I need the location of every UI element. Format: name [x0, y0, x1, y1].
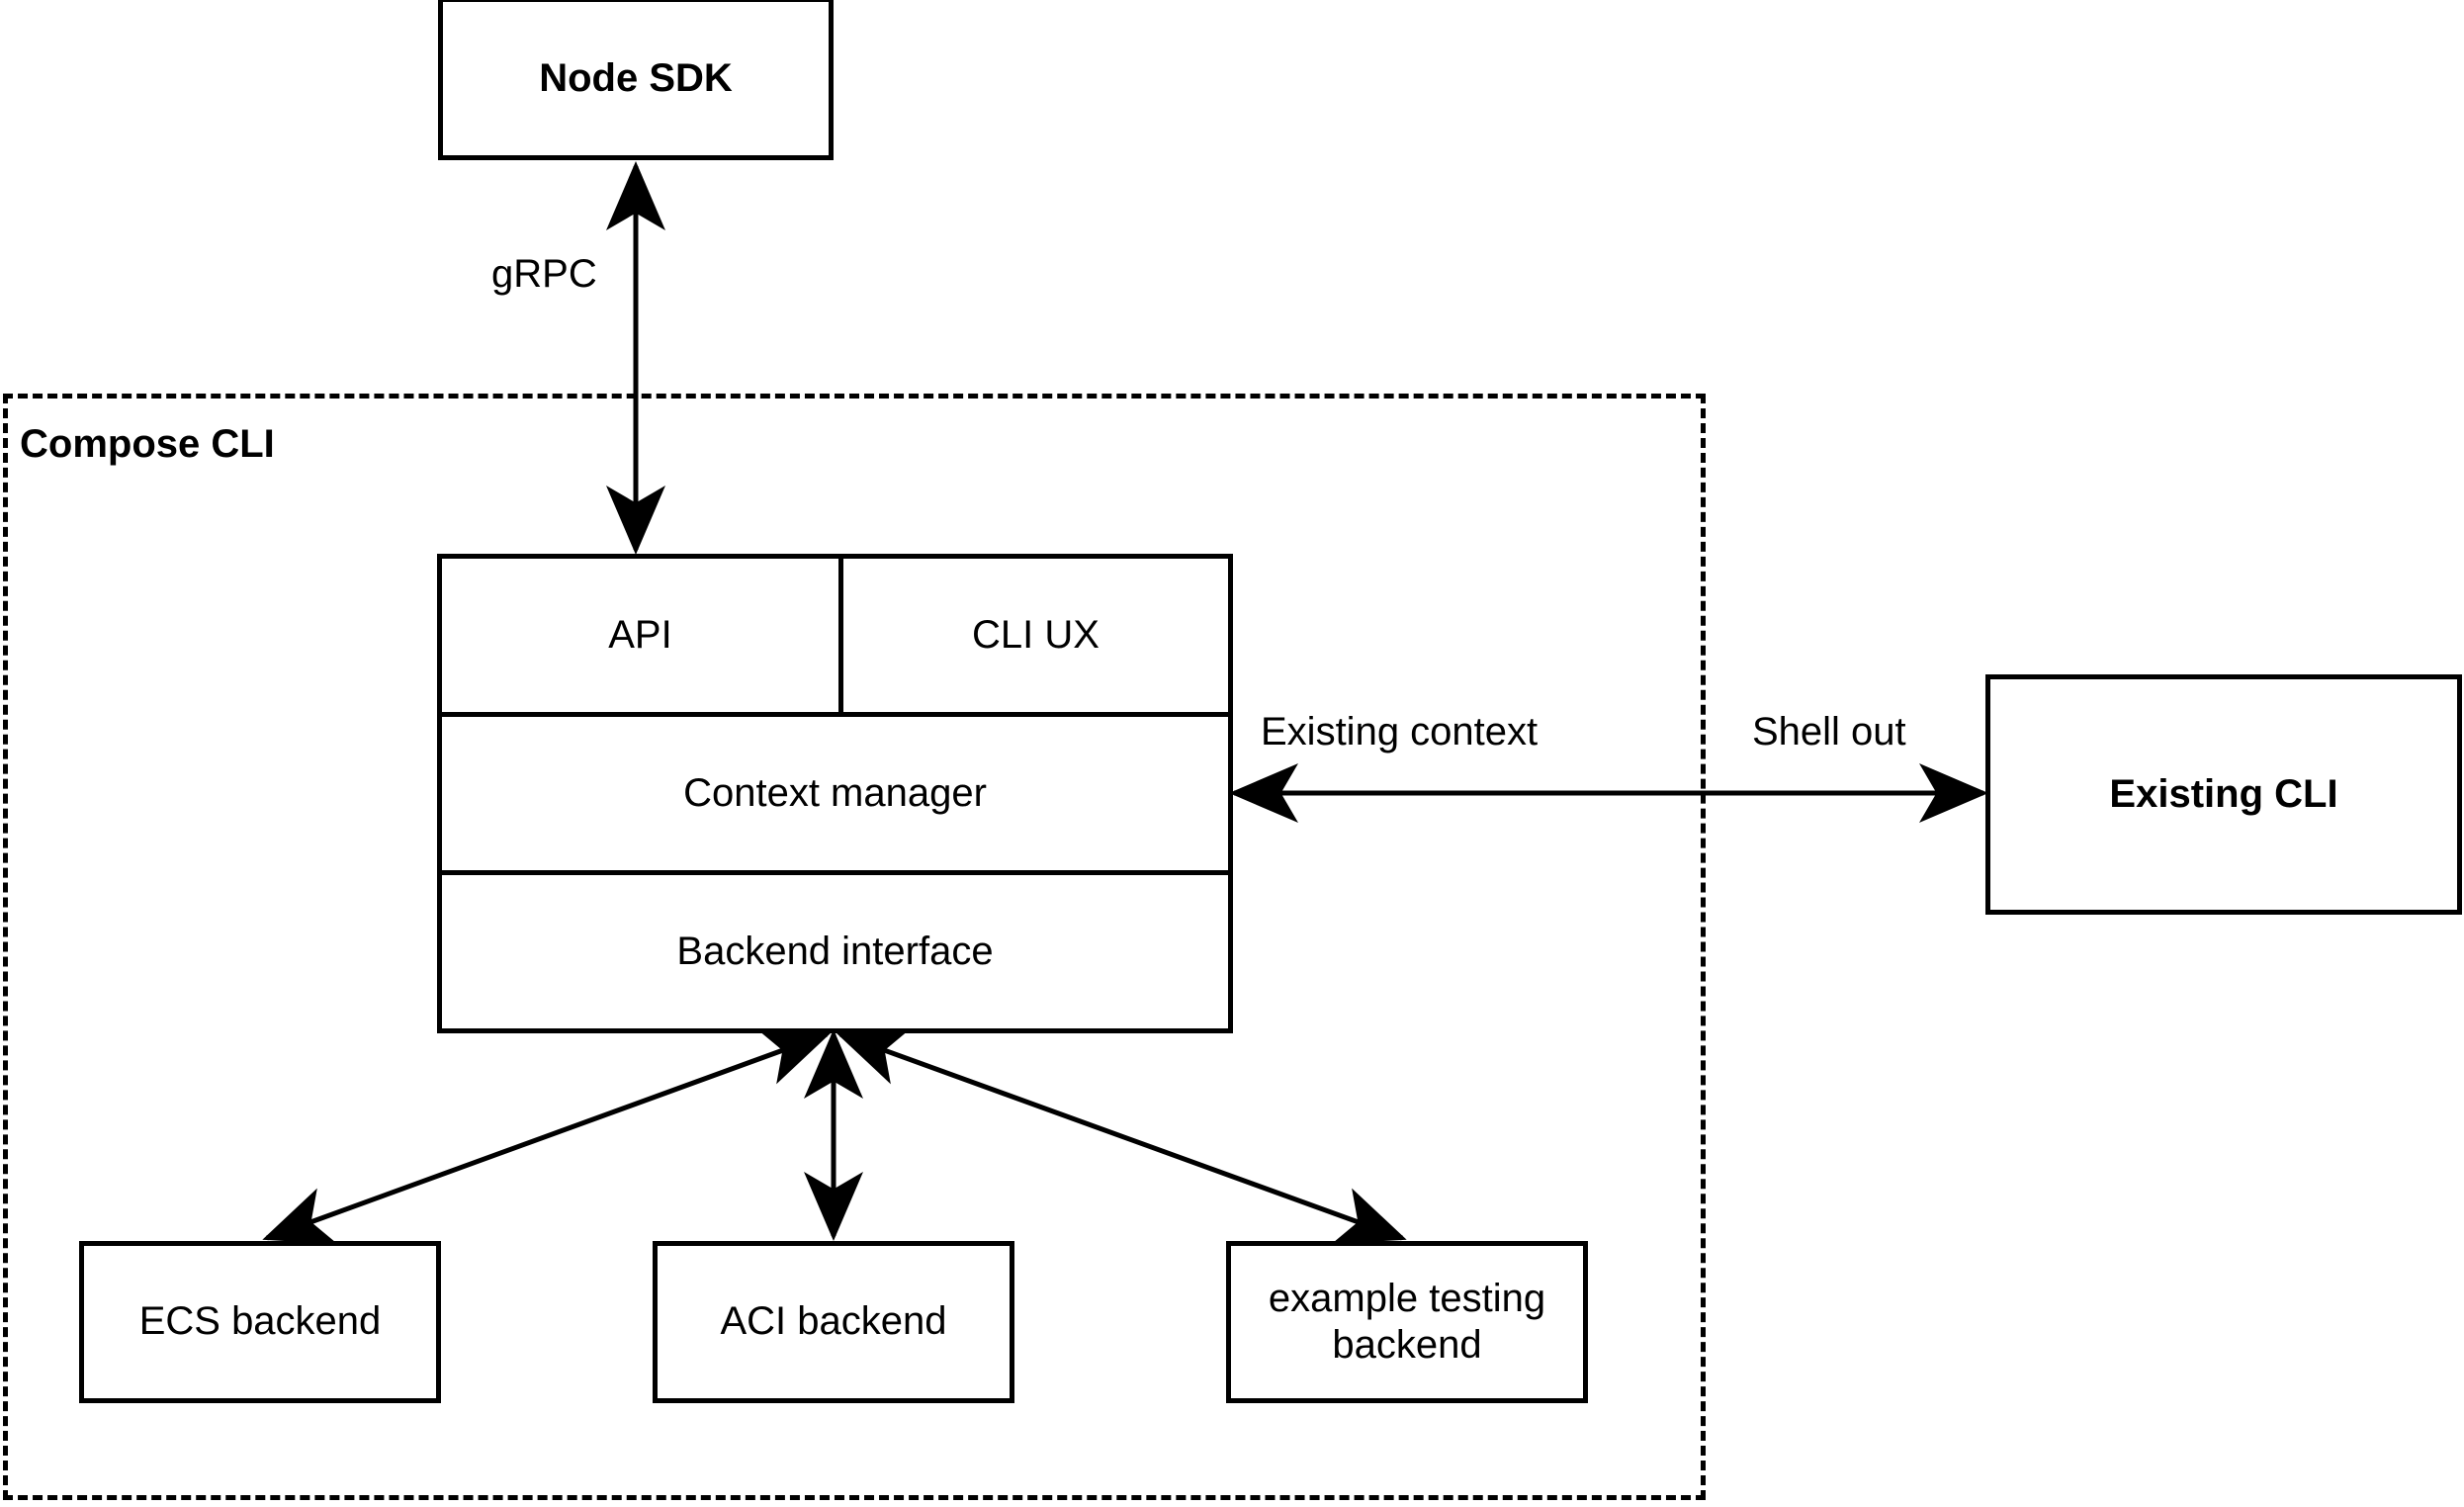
compose-cli-stack: API CLI UX Context manager Backend inter… — [437, 554, 1233, 1033]
stack-cell-context-manager[interactable]: Context manager — [442, 717, 1228, 870]
compose-cli-group-boundary — [3, 394, 1706, 1500]
example-testing-backend-box[interactable]: example testing backend — [1226, 1241, 1588, 1403]
stack-cell-cli-ux[interactable]: CLI UX — [843, 559, 1228, 712]
backend-interface-label: Backend interface — [676, 930, 994, 973]
edge-label-existing-context: Existing context — [1261, 710, 1539, 754]
context-manager-label: Context manager — [683, 771, 987, 815]
stack-cell-api[interactable]: API — [442, 559, 843, 712]
cli-ux-label: CLI UX — [972, 613, 1100, 657]
node-sdk-label: Node SDK — [539, 55, 733, 100]
stack-cell-backend-interface[interactable]: Backend interface — [442, 875, 1228, 1028]
stack-row-context-manager: Context manager — [442, 717, 1228, 875]
ecs-backend-label: ECS backend — [138, 1299, 382, 1344]
edge-backend-ecs — [262, 1028, 832, 1244]
edge-backend-example — [836, 1027, 1407, 1245]
compose-cli-group-label: Compose CLI — [20, 422, 275, 466]
api-label: API — [608, 613, 672, 657]
existing-cli-label: Existing CLI — [2109, 771, 2338, 816]
aci-backend-box[interactable]: ACI backend — [653, 1241, 1014, 1403]
edge-label-shell-out: Shell out — [1752, 710, 1906, 754]
example-testing-backend-label: example testing backend — [1268, 1276, 1546, 1367]
stack-row-backend-interface: Backend interface — [442, 875, 1228, 1028]
stack-row-api-cliux: API CLI UX — [442, 559, 1228, 717]
edge-label-grpc: gRPC — [491, 252, 597, 296]
node-sdk-box[interactable]: Node SDK — [438, 0, 834, 160]
existing-cli-box[interactable]: Existing CLI — [1985, 674, 2462, 915]
ecs-backend-box[interactable]: ECS backend — [79, 1241, 441, 1403]
aci-backend-label: ACI backend — [720, 1299, 947, 1344]
